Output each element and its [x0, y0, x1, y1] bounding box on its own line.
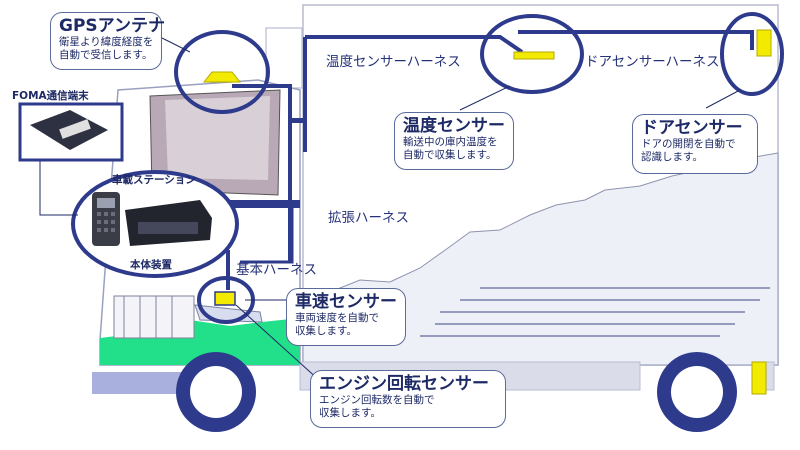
foma-device: [18, 102, 124, 162]
temperature-sensor-title: 温度センサー: [403, 116, 505, 136]
temperature-sensor-unit: [513, 51, 555, 60]
gps-antenna-desc-line2: 自動で受信します。: [59, 49, 153, 61]
gps-highlight-circle: [174, 30, 270, 114]
speed-sensor-unit: [214, 291, 236, 306]
door-sensor-callout: ドアセンサー ドアの開閉を自動で 認識します。: [632, 114, 758, 174]
green-ground: [100, 318, 300, 365]
engine-rpm-sensor-callout: エンジン回転センサー エンジン回転数を自動で 収集します。: [310, 370, 506, 428]
engine-rpm-sensor-desc-line1: エンジン回転数を自動で: [319, 394, 435, 406]
door-sensor-unit: [756, 29, 772, 57]
temperature-sensor-callout: 温度センサー 輸送中の庫内温度を 自動で収集します。: [394, 112, 514, 170]
gps-antenna-callout: GPSアンテナ 衛星より緯度経度を 自動で受信します。: [50, 12, 165, 70]
engine-rpm-sensor-title: エンジン回転センサー: [319, 374, 489, 394]
gps-antenna-title: GPSアンテナ: [59, 16, 165, 36]
station-devices: [92, 192, 212, 246]
door-sensor-desc-line1: ドアの開閉を自動で: [641, 138, 736, 150]
extension-harness-label: 拡張ハーネス: [328, 210, 409, 226]
vehicle-station-label: 車載ステーション: [112, 174, 196, 186]
speed-sensor-callout: 車速センサー 車両速度を自動で 収集します。: [286, 288, 406, 346]
gps-antenna-unit: [202, 71, 242, 83]
temperature-harness-label: 温度センサーハーネス: [326, 54, 461, 70]
front-wheel: [176, 352, 256, 432]
speed-sensor-desc-line1: 車両速度を自動で: [295, 312, 379, 324]
speed-sensor-desc-line2: 収集します。: [295, 325, 357, 337]
door-sensor-title: ドアセンサー: [641, 118, 743, 138]
extension-harness-line: [230, 200, 300, 208]
engine-rpm-sensor-desc-line2: 収集します。: [319, 407, 381, 419]
basic-harness-label: 基本ハーネス: [236, 262, 317, 278]
door-highlight-circle: [720, 12, 784, 96]
rear-wheel: [657, 352, 737, 432]
temp-highlight-circle: [480, 14, 584, 94]
gps-antenna-desc-line1: 衛星より緯度経度を: [59, 36, 154, 48]
foma-terminal-label: FOMA通信端末: [12, 90, 89, 102]
speed-sensor-title: 車速センサー: [295, 292, 397, 312]
temperature-sensor-desc-line1: 輸送中の庫内温度を: [403, 136, 498, 148]
door-sensor-desc-line2: 認識します。: [641, 151, 703, 163]
main-unit-label: 本体装置: [130, 259, 172, 271]
engine-block: [113, 295, 195, 339]
door-harness-label: ドアセンサーハーネス: [585, 54, 720, 70]
temperature-sensor-desc-line2: 自動で収集します。: [403, 149, 497, 161]
